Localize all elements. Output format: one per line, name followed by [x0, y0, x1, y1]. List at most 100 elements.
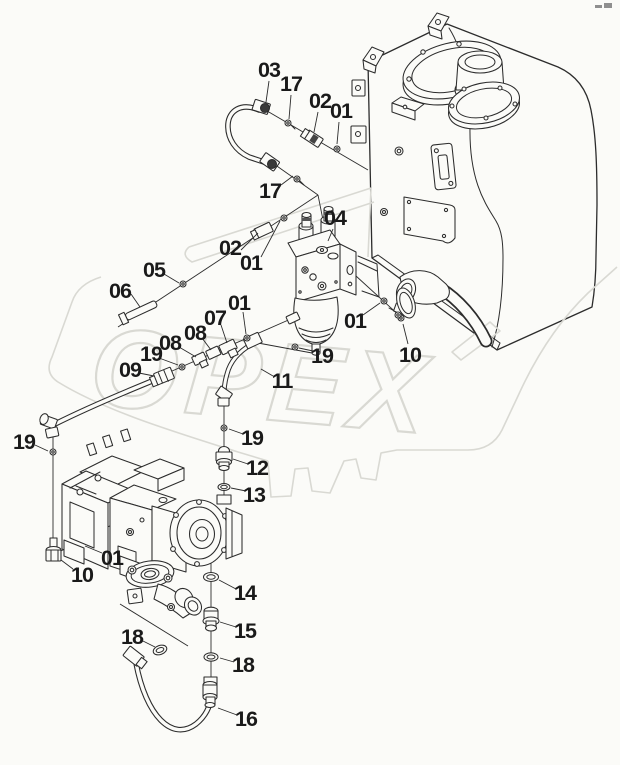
hose-nut	[266, 158, 278, 170]
callout-label-09: 09	[119, 358, 142, 382]
callout-label-08: 08	[184, 321, 207, 345]
callout-leader-19	[298, 347, 314, 352]
callout-leader-16	[217, 707, 238, 716]
callout-label-14: 14	[234, 581, 257, 605]
callout-leader-10	[402, 323, 409, 345]
callout-label-01: 01	[330, 99, 353, 123]
callout-label-19: 19	[140, 342, 163, 366]
callout-label-19: 19	[13, 430, 36, 454]
o-ring-14	[202, 571, 220, 583]
callout-leader-08	[201, 337, 212, 351]
callout-label-18: 18	[121, 625, 144, 649]
callout-label-01: 01	[344, 309, 367, 333]
tank-breather-cap-flange	[448, 50, 520, 130]
hose-16	[122, 645, 218, 733]
control-valve	[285, 205, 416, 356]
callout-label-17: 17	[280, 72, 303, 96]
callout-label-10: 10	[71, 563, 94, 587]
hose-nut-09	[148, 366, 175, 388]
callout-leader-04	[327, 228, 334, 242]
callout-leader-01	[84, 545, 103, 554]
tank-boss-hole	[381, 209, 387, 215]
callout-label-13: 13	[243, 483, 266, 507]
callout-leader-09	[138, 372, 155, 377]
tank-front-block	[391, 96, 425, 121]
callout-leader-10	[60, 559, 74, 570]
callout-label-02: 02	[219, 236, 242, 260]
o-ring-18	[152, 644, 168, 656]
callout-leader-19	[34, 444, 49, 452]
hose-nut	[259, 102, 271, 114]
callout-leader-07	[220, 324, 228, 344]
callout-leader-18	[142, 640, 156, 648]
callout-label-01: 01	[228, 291, 251, 315]
callout-leader-01	[260, 220, 281, 258]
callout-leader-14	[218, 579, 237, 590]
callout-leader-17	[280, 175, 294, 186]
callout-leader-06	[130, 293, 141, 308]
pump-flange	[169, 499, 229, 567]
callout-leader-13	[230, 487, 247, 492]
callout-leader-11	[260, 368, 274, 377]
hose-11	[215, 331, 263, 407]
callout-leader-01	[242, 311, 247, 335]
o-ring-18	[203, 652, 219, 662]
line-fittings	[45, 119, 388, 662]
bolt-10	[45, 537, 62, 562]
callout-leader-19	[228, 428, 244, 435]
filter-bowl	[293, 296, 339, 356]
pump-assembly	[61, 428, 243, 619]
callout-label-17: 17	[259, 179, 282, 203]
callout-leader-18	[219, 657, 235, 663]
tank-sight-gauge	[430, 142, 457, 191]
o-ring-13	[217, 482, 231, 492]
tank-cover-plate	[403, 196, 456, 244]
callout-label-18: 18	[232, 653, 255, 677]
callout-leader-15	[219, 621, 237, 628]
fitting-08	[205, 345, 222, 360]
gauge-plug	[357, 255, 416, 319]
watermark-text: OPEX	[86, 303, 439, 457]
callout-leader-12	[232, 458, 249, 465]
hose-03	[225, 98, 280, 172]
bowl-fitting	[285, 311, 301, 325]
callout-label-10: 10	[399, 343, 422, 367]
callout-label-11: 11	[272, 369, 294, 393]
callout-label-19: 19	[311, 344, 334, 368]
hose-nut	[243, 331, 263, 350]
callout-label-05: 05	[143, 258, 166, 282]
watermark: OPEX	[48, 187, 618, 498]
callout-label-03: 03	[258, 58, 281, 82]
callout-label-01: 01	[240, 251, 263, 275]
pump-suction-elbow	[125, 560, 203, 619]
tank-boss-hole	[396, 148, 402, 154]
tank-side-tab	[350, 125, 367, 144]
callout-label-06: 06	[109, 279, 132, 303]
hose-elbow-fitting	[122, 645, 148, 670]
hose-end-fitting	[202, 676, 218, 709]
pump-stud	[86, 428, 132, 457]
fitting-02	[299, 128, 324, 148]
hose-09	[39, 366, 175, 439]
callout-leader-01	[362, 302, 381, 316]
callout-leader-03	[265, 80, 270, 103]
callout-leader-19	[158, 357, 179, 366]
callout-leader-02	[313, 111, 319, 133]
callout-label-15: 15	[234, 619, 257, 643]
hose-elbow-fitting	[39, 413, 58, 430]
callout-label-19: 19	[241, 426, 264, 450]
callout-leader-08	[178, 346, 197, 358]
fitting-08	[191, 351, 209, 369]
fitting-07	[218, 338, 239, 359]
callout-leader-17	[288, 94, 292, 120]
callout-label-08: 08	[159, 331, 182, 355]
callout-leader-01	[336, 121, 340, 145]
tank-mounting-foot	[427, 12, 450, 40]
hydraulic-tank	[350, 12, 598, 351]
corner-artifact	[595, 3, 612, 8]
fitting-12	[215, 445, 233, 472]
callout-label-07: 07	[204, 306, 227, 330]
